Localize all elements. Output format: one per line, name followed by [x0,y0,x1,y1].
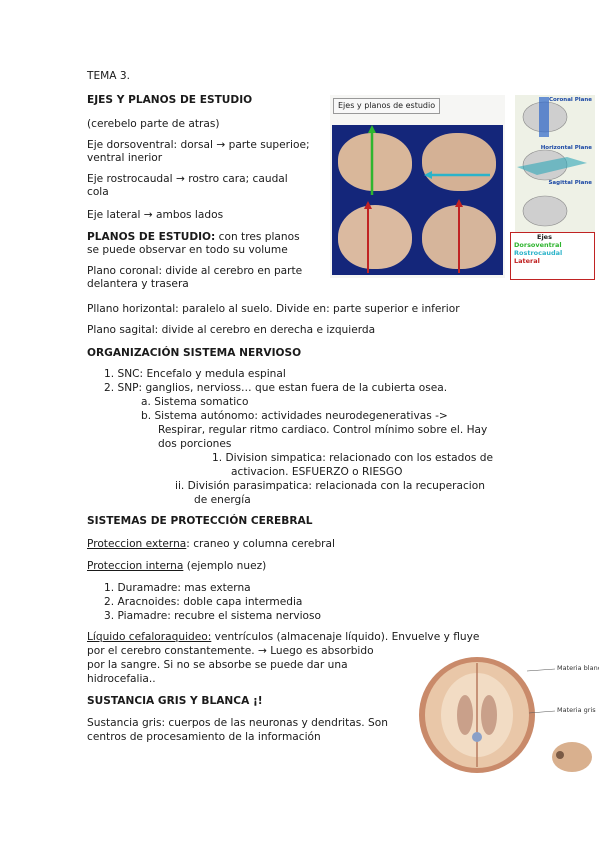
list-item-aracnoides: 2. Aracnoides: doble capa intermedia [104,596,303,608]
list-item-duramadre: 1. Duramadre: mas externa [104,582,251,594]
list-item-snc: 1. SNC: Encefalo y medula espinal [104,368,286,380]
paragraph-gris-2: centros de procesamiento de la informaci… [87,731,321,743]
list-item-somatico: a. Sistema somatico [141,396,249,408]
list-item-autonomo-1: b. Sistema autónomo: actividades neurode… [141,410,448,422]
paragraph-coronal-2: delantera y trasera [87,278,189,290]
paragraph-rostrocaudal-2: cola [87,186,109,198]
label-sagittal-plane: Sagittal Plane [548,180,592,186]
list-item-piamadre: 3. Piamadre: recubre el sistema nervioso [104,610,322,622]
paragraph-coronal-1: Plano coronal: divide al cerebro en part… [87,265,303,277]
brain-lateral-image-2 [422,133,496,191]
label-materia-blanca: Materia blanca [557,664,599,672]
externa-label: Proteccion externa [87,538,187,550]
paragraph-planos-1: PLANOS DE ESTUDIO: con tres planos [87,231,300,245]
list-item-simpatica-2: activacion. ESFUERZO o RIESGO [231,466,403,478]
brain-lateral-image [338,133,412,191]
paragraph-gris-1: Sustancia gris: cuerpos de las neuronas … [87,717,388,729]
paragraph-liquido-1: Líquido cefaloraquideo: ventrículos (alm… [87,631,479,645]
paragraph-liquido-2: por el cerebro constantemente. → Luego e… [87,645,374,657]
brain-top-image [338,205,412,269]
paragraph-cerebelo: (cerebelo parte de atras) [87,118,220,130]
liquido-label: Líquido cefaloraquideo: [87,631,212,643]
paragraph-rostrocaudal-1: Eje rostrocaudal → rostro cara; caudal [87,173,288,185]
label-materia-gris: Materia gris [557,706,596,714]
list-item-simpatica-1: 1. Division simpatica: relacionado con l… [212,452,493,464]
topic-label: TEMA 3. [87,70,131,82]
liquido-rest: ventrículos (almacenaje líquido). Envuel… [211,631,480,643]
list-item-parasimpatica-2: de energía [194,494,251,506]
label-horizontal-plane: Horizontal Plane [540,145,592,151]
externa-rest: : craneo y columna cerebral [186,538,335,550]
axes-legend: Ejes Dorsoventral Rostrocaudal Lateral [510,232,595,280]
legend-dorsoventral: Dorsoventral [514,241,562,250]
list-item-parasimpatica-1: ii. División parasimpatica: relacionada … [175,480,485,492]
interna-rest: (ejemplo nuez) [183,560,267,572]
list-item-snp: 2. SNP: ganglios, nervioss… que estan fu… [104,382,448,394]
heading-organizacion: ORGANIZACIÓN SISTEMA NERVIOSO [87,347,302,359]
brain-photo-panel [332,125,503,275]
figure-axes-caption: Ejes y planos de estudio [333,98,441,115]
paragraph-planos-2: se puede observar en todo su volume [87,244,288,256]
figure-brain-section: Materia blanca Materia gris [415,655,599,775]
legend-lateral: Lateral [514,257,540,266]
list-item-autonomo-3: dos porciones [158,438,232,450]
paragraph-liquido-4: hidrocefalia.. [87,673,156,685]
paragraph-horizontal: Pllano horizontal: paralelo al suelo. Di… [87,303,460,315]
axes-arrows [364,125,490,273]
paragraph-externa: Proteccion externa: craneo y columna cer… [87,538,335,552]
label-coronal-plane: Coronal Plane [548,97,592,103]
paragraph-dorsoventral-2: ventral inerior [87,152,163,164]
figure-axes-photo: Ejes y planos de estudio [330,95,505,278]
planos-rest: con tres planos [215,231,300,243]
paragraph-dorsoventral-1: Eje dorsoventral: dorsal → parte superio… [87,139,310,151]
paragraph-sagital: Plano sagital: divide al cerebro en dere… [87,324,376,336]
planes-drawing [517,97,587,227]
interna-label: Proteccion interna [87,560,184,572]
legend-rostrocaudal: Rostrocaudal [514,249,563,258]
heading-sustancia: SUSTANCIA GRIS Y BLANCA ¡! [87,695,263,707]
paragraph-liquido-3: por la sangre. Si no se absorbe se puede… [87,659,348,671]
planos-title: PLANOS DE ESTUDIO: [87,231,216,243]
legend-title: Ejes [537,233,552,241]
paragraph-interna: Proteccion interna (ejemplo nuez) [87,560,266,574]
list-item-autonomo-2: Respirar, regular ritmo cardiaco. Contro… [158,424,488,436]
heading-proteccion: SISTEMAS DE PROTECCIÓN CEREBRAL [87,515,313,527]
paragraph-lateral: Eje lateral → ambos lados [87,209,224,221]
heading-ejes: EJES Y PLANOS DE ESTUDIO [87,94,253,106]
brain-section-drawing [419,657,592,773]
